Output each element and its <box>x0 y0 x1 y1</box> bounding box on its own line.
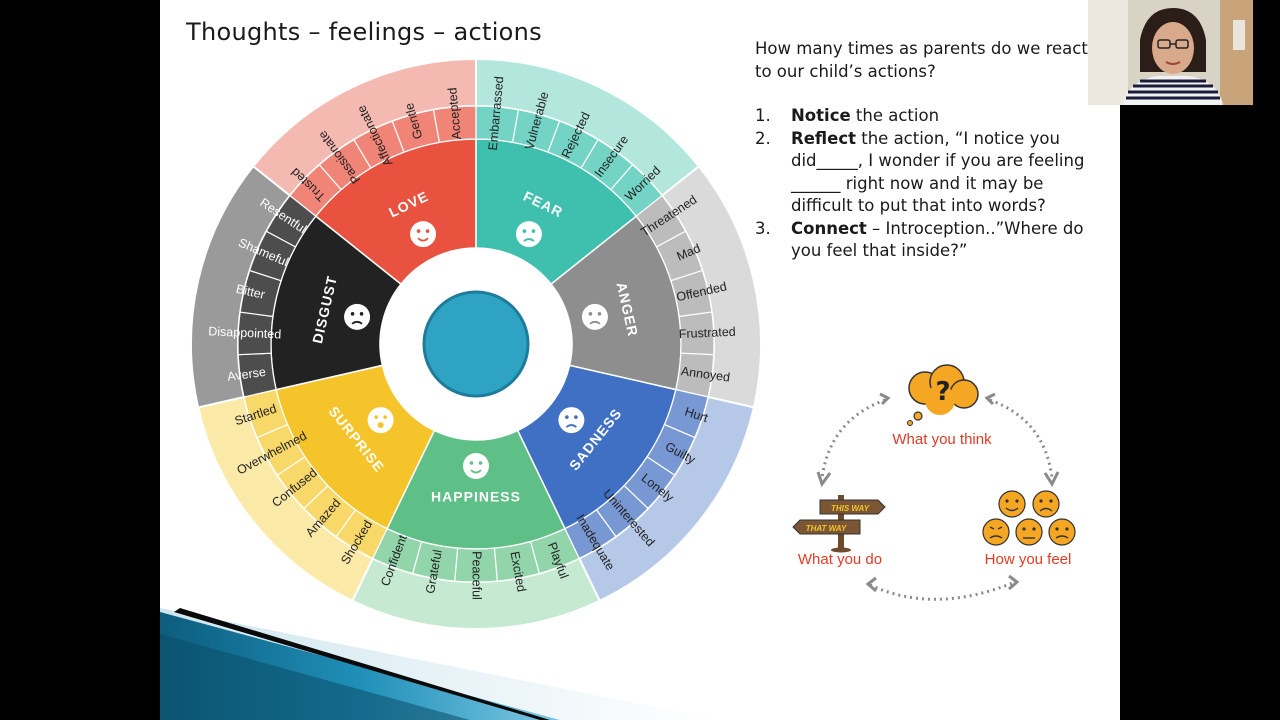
step-description: – Introception..”Where do you feel that … <box>791 218 1084 261</box>
webcam-video[interactable] <box>1088 0 1253 105</box>
feeling-label: Disappointed <box>208 324 282 341</box>
worried-face-icon <box>515 221 542 248</box>
feelings-emoji-icon <box>982 490 1076 546</box>
step-text: Notice the action <box>791 105 1095 128</box>
arrowhead-icon <box>984 392 996 406</box>
step-reflect: 2. Reflect the action, “I notice you did… <box>755 128 1095 218</box>
text-block: How many times as parents do we react to… <box>755 38 1095 263</box>
signpost-icon: THIS WAY THAT WAY <box>792 495 886 553</box>
arrow-think-to-do <box>820 398 886 479</box>
emotion-sector-sadness: HurtGuiltyLonelyUninterestedInadequateSA… <box>516 364 756 603</box>
arrowhead-icon <box>816 471 832 488</box>
feeling-label: Averse <box>226 365 266 384</box>
disgusted-face-icon <box>344 303 371 330</box>
arrow-do-to-feel <box>869 580 1016 601</box>
feeling-label: Frustrated <box>678 325 736 342</box>
emotion-sector-anger: ThreatenedMadOffendedFrustratedAnnoyedAN… <box>550 164 762 409</box>
feeling-label: Peaceful <box>470 551 484 600</box>
happy-face-icon <box>463 453 489 479</box>
think-label: What you think <box>892 431 992 448</box>
slide-title: Thoughts – feelings – actions <box>186 18 542 46</box>
arrowhead-icon <box>865 576 877 593</box>
feeling-cell <box>265 194 317 248</box>
presenter-video-icon <box>1088 0 1253 105</box>
emotion-sector-disgust: AverseDisappointedBitterShamefulResentfu… <box>190 164 402 409</box>
arrow-think-to-feel <box>989 398 1054 479</box>
feeling-label: Annoyed <box>680 364 731 385</box>
step-number: 1. <box>755 106 771 125</box>
step-notice: 1. Notice the action <box>755 105 1095 128</box>
emotion-sector-surprise: ShockedAmazedConfusedOverwhelmedStartled… <box>196 364 436 603</box>
emotion-sector-happiness: PlayfulExcitedPeacefulGratefulConfidentH… <box>351 429 601 630</box>
cycle-diagram: ? What you think THIS WAY THAT WAY What … <box>792 364 1076 601</box>
thought-cloud-icon: ? <box>907 364 979 426</box>
step-text: Connect – Introception..”Where do you fe… <box>791 218 1095 263</box>
sign-bottom-text: THAT WAY <box>806 524 847 533</box>
surprised-face-icon <box>367 407 394 434</box>
step-connect: 3. Connect – Introception..”Where do you… <box>755 218 1095 263</box>
step-keyword: Reflect <box>791 128 856 148</box>
step-keyword: Connect <box>791 218 867 238</box>
feeling-label: Bitter <box>235 282 267 302</box>
do-label: What you do <box>798 551 882 568</box>
step-keyword: Notice <box>791 106 851 125</box>
step-description: the action <box>850 106 940 125</box>
emotion-name: HAPPINESS <box>431 489 521 505</box>
angry-face-icon <box>581 303 608 330</box>
feel-label: How you feel <box>985 551 1072 568</box>
heart-eyes-face-icon <box>410 221 437 248</box>
step-text: Reflect the action, “I notice you did___… <box>791 128 1095 218</box>
arrowhead-icon <box>1008 574 1020 591</box>
intro-question: How many times as parents do we react to… <box>755 39 1088 81</box>
arrowhead-icon <box>879 392 891 406</box>
step-description: the action, “I notice you did_____, I wo… <box>791 128 1085 216</box>
think-feel-do-cycle: ? What you think THIS WAY THAT WAY What … <box>790 360 1080 610</box>
step-number: 2. <box>755 128 771 148</box>
slide-corner-decoration <box>160 608 720 720</box>
sad-face-icon <box>558 407 585 434</box>
feeling-label: Accepted <box>445 87 464 140</box>
step-number: 3. <box>755 218 771 238</box>
arrowhead-icon <box>1043 471 1060 488</box>
wheel-center <box>422 290 530 398</box>
sign-top-text: THIS WAY <box>831 504 870 513</box>
question-mark: ? <box>935 377 950 407</box>
feeling-label: Embarrassed <box>486 76 507 151</box>
